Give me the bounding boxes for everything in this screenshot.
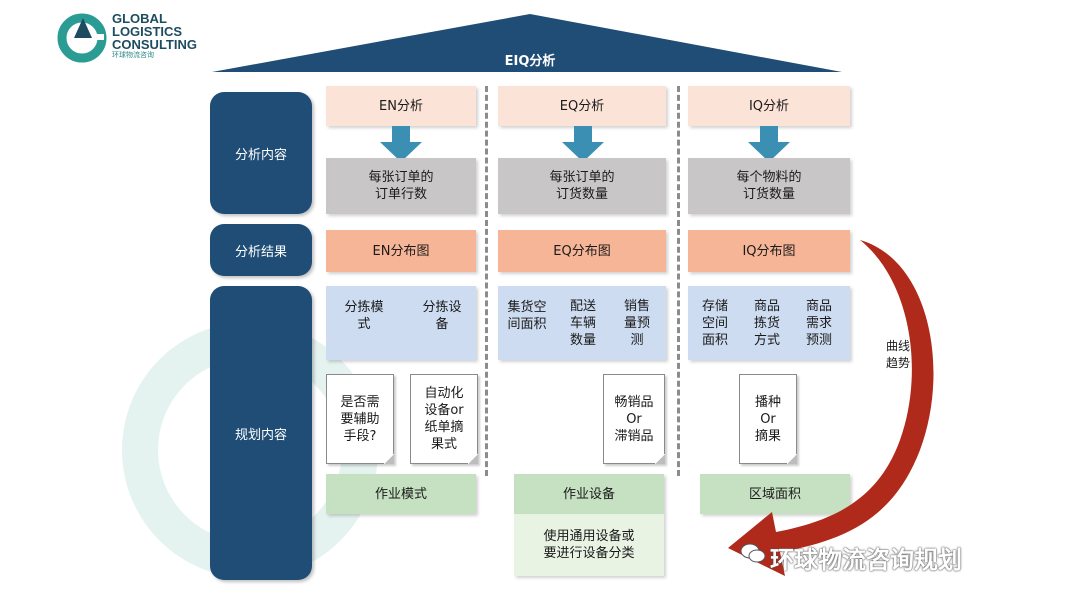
down-arrow-icon xyxy=(748,126,790,162)
en-footer: 作业模式 xyxy=(326,474,476,514)
iq-result: IQ分布图 xyxy=(688,230,850,272)
eq-item2-line3: 数量 xyxy=(569,332,596,348)
down-arrow-icon xyxy=(380,126,422,162)
en-item2-line1: 分拣设 xyxy=(422,300,462,315)
side-label-content: 分析内容 xyxy=(210,92,312,214)
watermark-text: 环球物流咨询规划 xyxy=(770,546,962,574)
logo-line3: CONSULTING xyxy=(112,37,197,52)
en-note2-line3: 纸单摘 xyxy=(424,420,464,435)
iq-item2-line3: 方式 xyxy=(753,332,780,348)
en-note2-line1: 自动化 xyxy=(424,386,464,401)
eq-metric-line1: 每张订单的 xyxy=(549,170,615,185)
roof-shape xyxy=(212,14,842,72)
eq-item2-line2: 车辆 xyxy=(569,315,596,331)
logo-line1: GLOBAL xyxy=(112,11,167,26)
iq-items-panel xyxy=(688,286,850,360)
roof-title: EIQ分析 xyxy=(504,54,556,69)
eq-item-vehicles: 配送车辆数量 xyxy=(558,296,608,350)
en-note1-line3: 手段? xyxy=(343,428,377,444)
eq-footer-detail: 使用通用设备或要进行设备分类 xyxy=(514,514,664,576)
eq-metric: 每张订单的订货数量 xyxy=(498,158,666,214)
eq-item1-line2: 间面积 xyxy=(507,317,547,332)
eq-item-staging-area: 集货空间面积 xyxy=(500,296,554,336)
en-note1-line1: 是否需 xyxy=(340,394,380,410)
en-item1-line1: 分拣模 xyxy=(344,300,384,315)
iq-metric-line1: 每个物料的 xyxy=(736,170,802,185)
iq-item2-line2: 拣货 xyxy=(753,315,780,331)
side-label-result: 分析结果 xyxy=(210,224,312,276)
iq-header: IQ分析 xyxy=(688,86,850,126)
down-arrow-icon xyxy=(562,126,604,162)
iq-item1-line1: 存储 xyxy=(701,298,728,314)
iq-item1-line3: 面积 xyxy=(701,332,728,348)
column-divider-1 xyxy=(485,86,488,476)
eq-note-line2: Or xyxy=(626,411,642,427)
iq-item2-line1: 商品 xyxy=(753,298,780,314)
eq-item1-line1: 集货空 xyxy=(507,300,547,315)
curve-label-line1: 曲线 xyxy=(885,339,910,353)
eq-note-line3: 滞销品 xyxy=(614,428,654,444)
en-item2-line2: 备 xyxy=(435,317,449,332)
iq-note-line3: 摘果 xyxy=(754,428,781,444)
curve-trend-label: 曲线 趋势 xyxy=(880,338,916,372)
iq-item3-line3: 预测 xyxy=(805,332,832,348)
iq-metric: 每个物料的订货数量 xyxy=(688,158,850,214)
iq-item-storage-area: 存储空间面积 xyxy=(690,296,740,350)
en-item-sorting-equipment: 分拣设备 xyxy=(410,296,474,336)
en-note1-line2: 要辅助 xyxy=(340,411,380,427)
iq-metric-line2: 订货数量 xyxy=(742,187,795,202)
eq-metric-line2: 订货数量 xyxy=(555,187,608,202)
en-metric-line1: 每张订单的 xyxy=(368,170,434,185)
eq-result: EQ分布图 xyxy=(498,230,666,272)
en-items-panel xyxy=(326,286,476,360)
en-item-sorting-mode: 分拣模式 xyxy=(332,296,396,336)
logo-line2: LOGISTICS xyxy=(112,24,183,39)
curve-label-line2: 趋势 xyxy=(885,356,910,370)
eq-item2-line1: 配送 xyxy=(569,298,596,314)
eq-footer: 作业设备 xyxy=(514,474,664,514)
eq-items-panel xyxy=(498,286,666,360)
eq-note-line1: 畅销品 xyxy=(614,394,654,410)
iq-note-line2: Or xyxy=(760,411,776,427)
eq-footer-detail-line1: 使用通用设备或 xyxy=(543,529,635,544)
iq-item-demand-forecast: 商品需求预测 xyxy=(794,296,844,350)
eq-item3-line1: 销售 xyxy=(623,298,650,314)
en-header: EN分析 xyxy=(326,86,476,126)
en-note2-line4: 果式 xyxy=(430,437,457,452)
iq-item1-line2: 空间 xyxy=(701,315,728,331)
eq-header: EQ分析 xyxy=(498,86,666,126)
wechat-icon xyxy=(740,543,766,563)
iq-item3-line2: 需求 xyxy=(805,315,832,331)
iq-item3-line1: 商品 xyxy=(805,298,832,314)
en-note-automation: 自动化设备or 纸单摘果式 xyxy=(410,374,478,464)
iq-note-line1: 播种 xyxy=(754,394,781,410)
side-label-plan: 规划内容 xyxy=(210,286,312,580)
iq-footer: 区域面积 xyxy=(700,474,850,514)
column-divider-2 xyxy=(677,86,680,476)
iq-item-picking-method: 商品拣货方式 xyxy=(742,296,792,350)
en-metric: 每张订单的订单行数 xyxy=(326,158,476,214)
en-result: EN分布图 xyxy=(326,230,476,272)
eq-item-sales-forecast: 销售量预测 xyxy=(612,296,662,350)
curve-trend-arrow-icon xyxy=(728,240,934,576)
eq-footer-detail-line2: 要进行设备分类 xyxy=(543,546,635,561)
logo-tagline: 环球物流咨询 xyxy=(112,52,154,59)
eq-item3-line2: 量预 xyxy=(623,315,650,331)
eq-item3-line3: 测 xyxy=(630,332,644,348)
company-logo-icon xyxy=(57,13,107,63)
en-metric-line2: 订单行数 xyxy=(374,187,427,202)
en-note-aux: 是否需要辅助手段? xyxy=(326,374,394,464)
en-item1-line2: 式 xyxy=(357,317,371,332)
en-note2-line2: 设备or xyxy=(424,403,464,418)
company-logo-text: GLOBAL LOGISTICS CONSULTING 环球物流咨询 xyxy=(112,12,197,61)
